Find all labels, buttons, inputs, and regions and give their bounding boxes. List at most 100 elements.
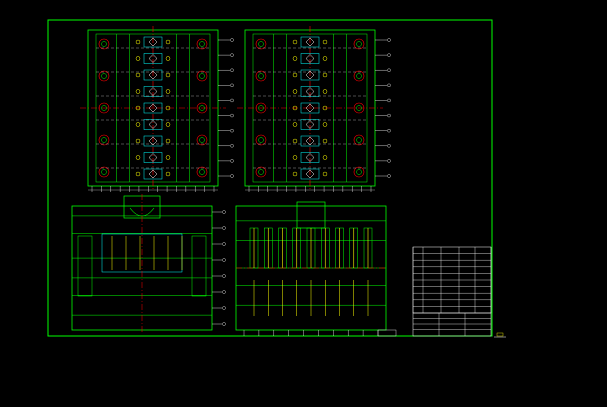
ejector-pin [165,105,171,111]
bill-of-materials-table [412,246,492,314]
leader-bubble [222,226,226,230]
cavity-block [300,86,320,97]
plan-view-fixed-half [80,26,234,192]
leader-bubble [222,274,226,278]
guide-pillar-bore [199,41,205,47]
ejector-pin [135,155,141,160]
leader-bubble [387,98,391,103]
guide-pillar-bore [356,105,362,111]
guide-pillar [255,134,267,146]
cavity-block [143,36,163,48]
guide-pillar [98,70,110,82]
guide-pillar [196,134,208,146]
guide-pillar [255,102,267,114]
leader-bubble [230,128,234,133]
guide-pillar-bore [356,41,362,47]
ejector-pin [292,155,298,160]
cavity-block [300,168,320,180]
ejector-pin [135,138,141,144]
leader-bubble [222,306,226,310]
guide-pillar-bore [258,169,264,175]
ejector-pin [322,171,328,177]
cavity-insert [148,153,158,162]
ejector-pin [135,105,141,111]
ejector-pin [165,72,171,78]
guide-pillar [196,102,208,114]
guide-pillar [255,38,267,50]
guide-pillar-bore [258,137,264,143]
guide-pillar [353,134,365,146]
ejector-pin [165,171,171,177]
ejector-pin [322,155,328,160]
ejector-pin [292,56,298,61]
ejector-pin [322,72,328,78]
ejector-pin [135,171,141,177]
ejector-pin [135,72,141,78]
cavity-insert [305,54,315,63]
guide-pillar [353,70,365,82]
leader-bubble [230,174,234,178]
ejector-pin [165,155,171,160]
guide-pillar [353,102,365,114]
guide-pillar [98,38,110,50]
guide-pillar-bore [101,73,107,79]
leader-bubble [387,83,391,88]
ejector-pin [165,56,171,61]
leader-bubble [230,38,234,42]
ejector-plate-side [77,235,93,297]
guide-pillar-bore [258,41,264,47]
leader-bubble [230,68,234,72]
guide-pillar [353,38,365,50]
guide-pillar-bore [356,169,362,175]
section-view-front [235,201,387,336]
cavity-block [300,53,320,64]
ejector-pin [165,138,171,144]
title-block [412,312,492,337]
cavity-insert [305,136,315,146]
cavity-block [300,135,320,147]
guide-pillar-bore [199,169,205,175]
leader-bubble [230,144,234,148]
guide-pillar [255,70,267,82]
cavity-block [143,119,163,130]
plan-view-moving-half [237,26,391,192]
leader-bubble [387,113,391,118]
guide-pillar [196,38,208,50]
leader-bubble [387,38,391,42]
cavity-insert [148,169,158,179]
corner-marks [377,329,506,338]
ejector-pin [165,39,171,45]
cavity-insert [148,70,158,80]
cavity-insert [148,136,158,146]
ejector-pin [322,105,328,111]
guide-pillar-bore [356,73,362,79]
leader-bubble [222,210,226,214]
ejector-pin [292,89,298,94]
cavity-insert [148,103,158,113]
guide-pillar-bore [199,137,205,143]
ejector-pin [165,89,171,94]
cavity-insert [305,70,315,80]
cavity-block [300,36,320,48]
cavity-insert [305,120,315,129]
ejector-pin [292,39,298,45]
cavity-block [143,135,163,147]
cavity-insert [148,120,158,129]
ejector-pin [135,39,141,45]
leader-bubble [387,53,391,57]
cavity-insert [305,103,315,113]
ejector-pin [322,138,328,144]
ejector-pin [322,89,328,94]
guide-pillar-bore [356,137,362,143]
leader-bubble [230,98,234,103]
leader-bubble [387,159,391,163]
cavity-block [143,168,163,180]
cavity-insert [148,54,158,63]
guide-pillar [98,134,110,146]
guide-pillar-bore [101,169,107,175]
guide-pillar [196,166,208,178]
cavity-block [300,102,320,114]
cavity-insert [148,87,158,96]
drawing-frame [47,19,493,337]
